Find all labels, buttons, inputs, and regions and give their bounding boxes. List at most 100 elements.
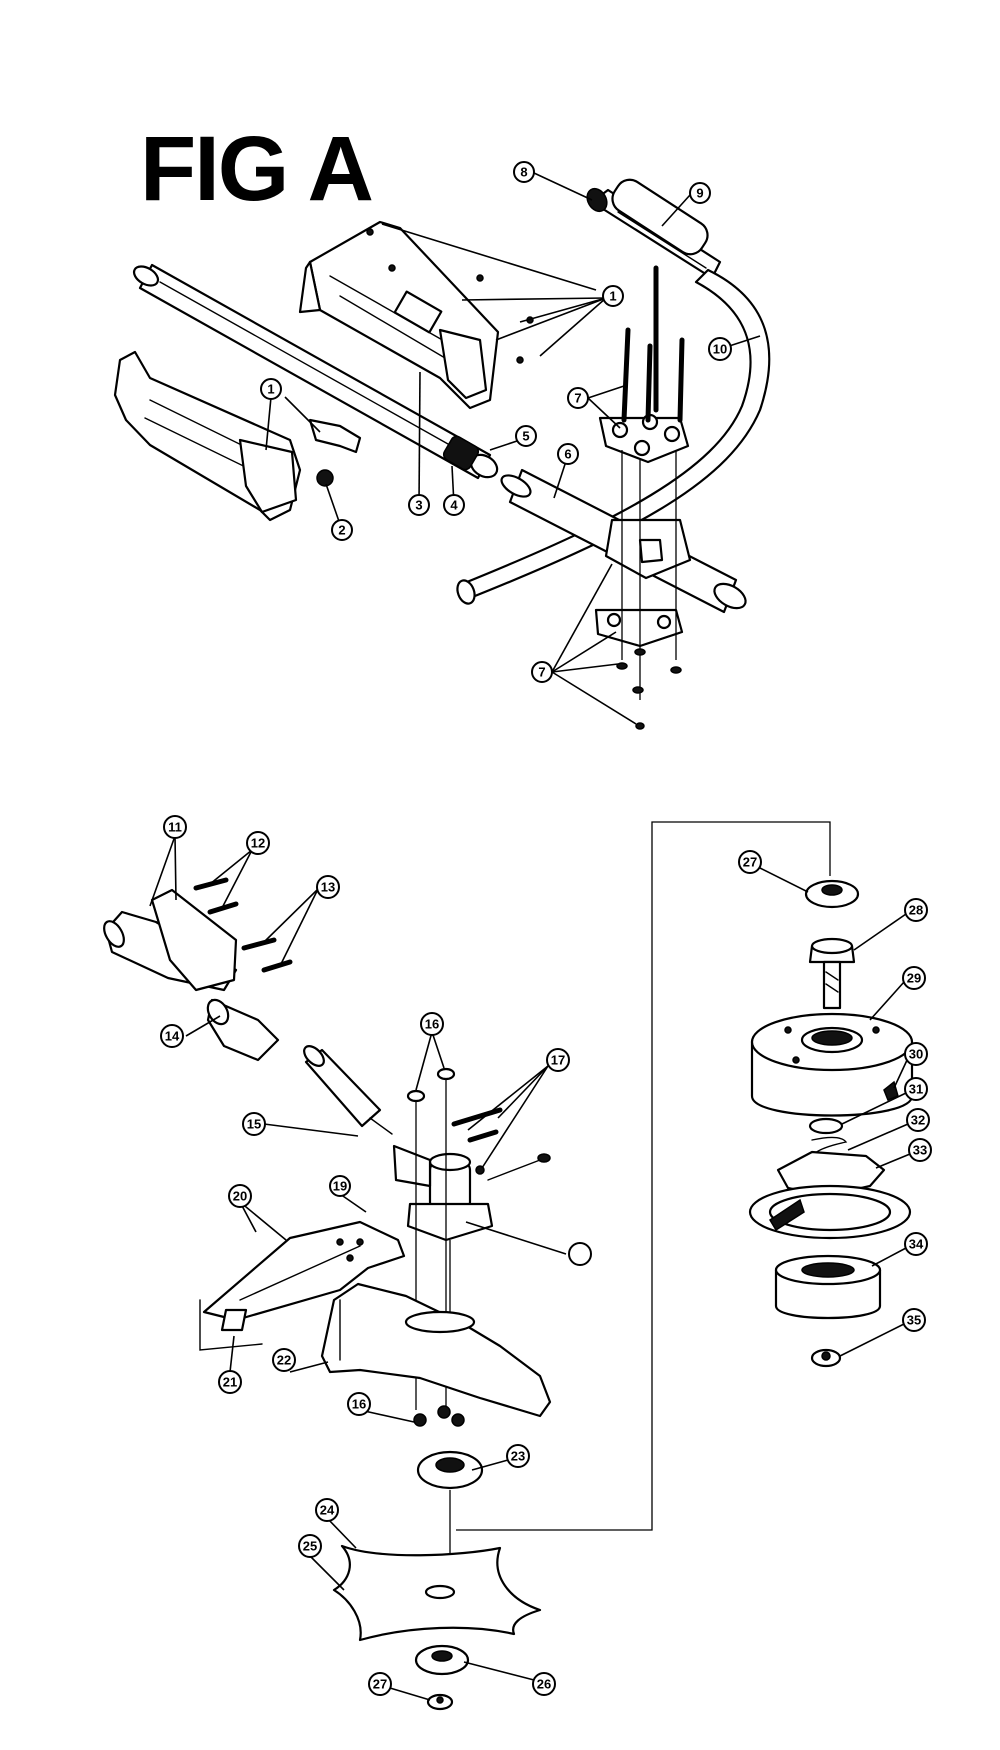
svg-text:32: 32 [911, 1113, 925, 1128]
svg-text:6: 6 [564, 447, 571, 462]
callout-7a: 7 [567, 387, 589, 409]
svg-text:2: 2 [338, 523, 345, 538]
screws-17 [451, 1107, 503, 1175]
nut-27-lower [426, 1693, 454, 1711]
svg-text:30: 30 [909, 1047, 923, 1062]
washer-27-upper [804, 879, 860, 909]
callout-17: 17 [546, 1048, 570, 1072]
callout-1a: 1 [260, 378, 282, 400]
screws-16 [413, 1405, 465, 1427]
svg-text:28: 28 [909, 903, 923, 918]
svg-text:7: 7 [538, 665, 545, 680]
spool-33 [748, 1150, 912, 1240]
rear-handle [113, 350, 302, 522]
callout-29: 29 [902, 966, 926, 990]
callout-27a: 27 [368, 1672, 392, 1696]
callout-16a: 16 [420, 1012, 444, 1036]
callout-2: 2 [331, 519, 353, 541]
middle-clamp [604, 518, 692, 580]
svg-text:20: 20 [233, 1189, 247, 1204]
callout-22: 22 [272, 1348, 296, 1372]
callout-26: 26 [532, 1672, 556, 1696]
callout-19: 19 [329, 1175, 351, 1197]
callout-4: 4 [443, 494, 465, 516]
washer-31 [808, 1117, 844, 1135]
svg-text:7: 7 [574, 391, 581, 406]
callout-8: 8 [513, 161, 535, 183]
guard-extension [199, 1220, 406, 1351]
svg-text:27: 27 [743, 855, 757, 870]
svg-text:9: 9 [696, 186, 703, 201]
callout-24: 24 [315, 1498, 339, 1522]
callout-1b: 1 [602, 285, 624, 307]
bolt-35 [810, 1348, 842, 1368]
callout-20: 20 [228, 1184, 252, 1208]
callout-25: 25 [298, 1534, 322, 1558]
callout-34: 34 [904, 1232, 928, 1256]
svg-text:27: 27 [373, 1677, 387, 1692]
main-guard [320, 1282, 552, 1418]
callout-6: 6 [557, 443, 579, 465]
head-housing-29 [750, 1012, 914, 1117]
svg-text:23: 23 [511, 1449, 525, 1464]
callout-21: 21 [218, 1370, 242, 1394]
svg-text:29: 29 [907, 971, 921, 986]
callout-27b: 27 [738, 850, 762, 874]
throttle-trigger [308, 418, 362, 454]
callout-28: 28 [904, 898, 928, 922]
svg-text:5: 5 [522, 429, 529, 444]
callout-15: 15 [242, 1112, 266, 1136]
flange-23 [416, 1450, 484, 1490]
svg-text:13: 13 [321, 880, 335, 895]
flange-26 [414, 1644, 470, 1676]
svg-text:3: 3 [415, 498, 422, 513]
washer-16b [436, 1067, 456, 1081]
svg-text:24: 24 [320, 1503, 335, 1518]
callout-33: 33 [908, 1138, 932, 1162]
svg-text:1: 1 [609, 289, 616, 304]
svg-text:16: 16 [425, 1017, 439, 1032]
svg-text:17: 17 [551, 1053, 565, 1068]
svg-text:21: 21 [223, 1375, 237, 1390]
callout-7b: 7 [531, 661, 553, 683]
coupler-assembly [103, 877, 293, 1062]
callout-11: 11 [163, 815, 187, 839]
svg-text:19: 19 [333, 1179, 347, 1194]
callout-1b-leaders [461, 297, 607, 357]
svg-text:10: 10 [713, 342, 727, 357]
svg-text:31: 31 [909, 1082, 923, 1097]
svg-text:26: 26 [537, 1677, 551, 1692]
callout-35: 35 [902, 1308, 926, 1332]
handle-nut [316, 469, 334, 487]
svg-text:8: 8 [520, 165, 527, 180]
adapter-nut-28 [808, 937, 856, 1010]
svg-text:34: 34 [909, 1237, 924, 1252]
lower-shaft-tube [303, 1045, 393, 1135]
engine-cover [298, 220, 534, 410]
callout-9: 9 [689, 182, 711, 204]
lower-clamp [594, 608, 684, 648]
callout-5: 5 [515, 425, 537, 447]
svg-text:11: 11 [168, 820, 182, 835]
callout-23: 23 [506, 1444, 530, 1468]
svg-text:14: 14 [165, 1029, 180, 1044]
callout-18 [568, 1242, 592, 1266]
washer-16a [406, 1089, 426, 1103]
svg-text:16: 16 [352, 1397, 366, 1412]
callout-14: 14 [160, 1024, 184, 1048]
callout-32: 32 [906, 1108, 930, 1132]
figure-title: FIG A [140, 118, 372, 220]
svg-text:4: 4 [450, 498, 458, 513]
svg-text:12: 12 [251, 836, 265, 851]
callout-12: 12 [246, 831, 270, 855]
shaft-spring [442, 435, 480, 471]
svg-text:15: 15 [247, 1117, 261, 1132]
svg-text:22: 22 [277, 1353, 291, 1368]
cover-34 [774, 1254, 882, 1320]
callout-30: 30 [904, 1042, 928, 1066]
svg-text:33: 33 [913, 1143, 927, 1158]
svg-text:1: 1 [267, 382, 274, 397]
callout-16b: 16 [347, 1392, 371, 1416]
shaft-tube [132, 263, 499, 480]
